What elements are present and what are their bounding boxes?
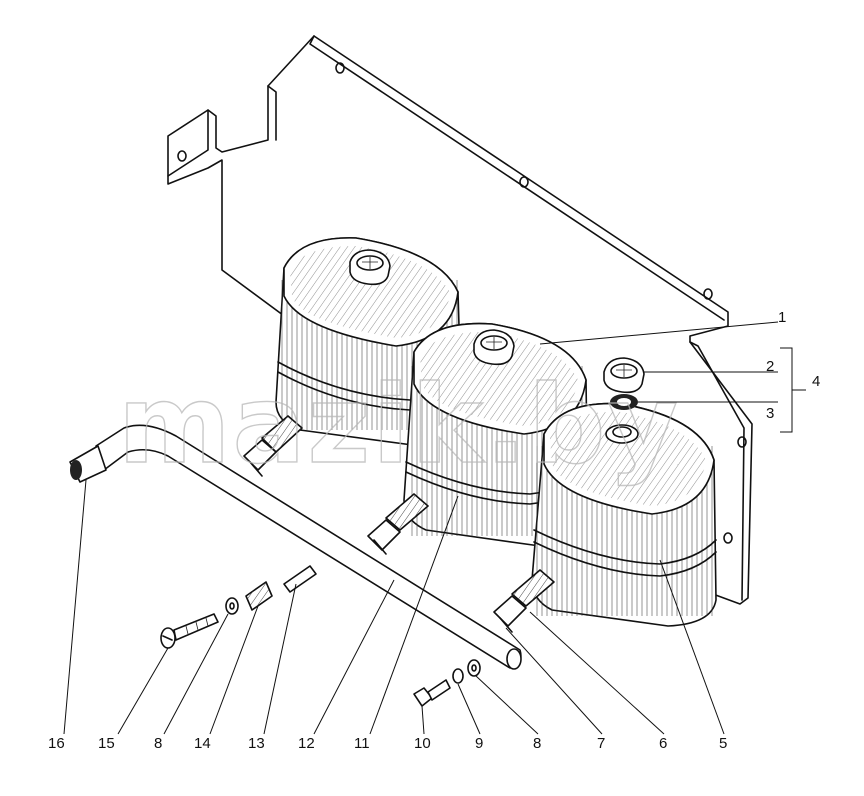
- mounting-hole: [723, 532, 733, 544]
- filler-neck: [605, 424, 639, 444]
- screw-left: [160, 613, 219, 649]
- callout-16: 16: [48, 735, 65, 752]
- bolt: [413, 679, 451, 707]
- mounting-hole: [519, 176, 529, 188]
- spring-washer: [452, 668, 464, 684]
- callout-10: 10: [414, 735, 431, 752]
- callout-1: 1: [778, 309, 786, 326]
- callout-9: 9: [475, 735, 483, 752]
- collector-pipe: [69, 424, 522, 670]
- filler-cap: [473, 329, 515, 366]
- callout-8b: 8: [533, 735, 541, 752]
- callout-6: 6: [659, 735, 667, 752]
- watermark: mazik.by: [118, 363, 680, 488]
- cap-gasket: [610, 394, 638, 410]
- callout-2: 2: [766, 358, 774, 375]
- hose-fitting: [69, 445, 107, 483]
- callout-13: 13: [248, 735, 265, 752]
- callout-3: 3: [766, 405, 774, 422]
- callout-15: 15: [98, 735, 115, 752]
- filler-cap: [349, 249, 391, 286]
- callout-14: 14: [194, 735, 211, 752]
- filter-insert: [283, 565, 317, 593]
- mounting-hole: [335, 62, 345, 74]
- callout-8a: 8: [154, 735, 162, 752]
- mounting-hole: [737, 436, 747, 448]
- callout-11: 11: [354, 735, 370, 752]
- washer-pump: [493, 569, 555, 627]
- washer-tank-front: [531, 402, 717, 627]
- leader-lines: [63, 321, 806, 735]
- mounting-hole: [703, 288, 713, 300]
- washer-pump: [243, 415, 303, 471]
- flat-washer: [467, 659, 481, 677]
- callout-4: 4: [812, 373, 820, 390]
- washer-left: [225, 597, 239, 615]
- callout-labels: 1 2 3 4 5 6 7 8 9 10 11 12 13 14 8 15 16: [48, 309, 820, 752]
- spare-filler-cap: [603, 357, 645, 394]
- mounting-hole: [177, 150, 187, 162]
- callout-5: 5: [719, 735, 727, 752]
- spring: [245, 581, 273, 611]
- callout-12: 12: [298, 735, 315, 752]
- callout-7: 7: [597, 735, 605, 752]
